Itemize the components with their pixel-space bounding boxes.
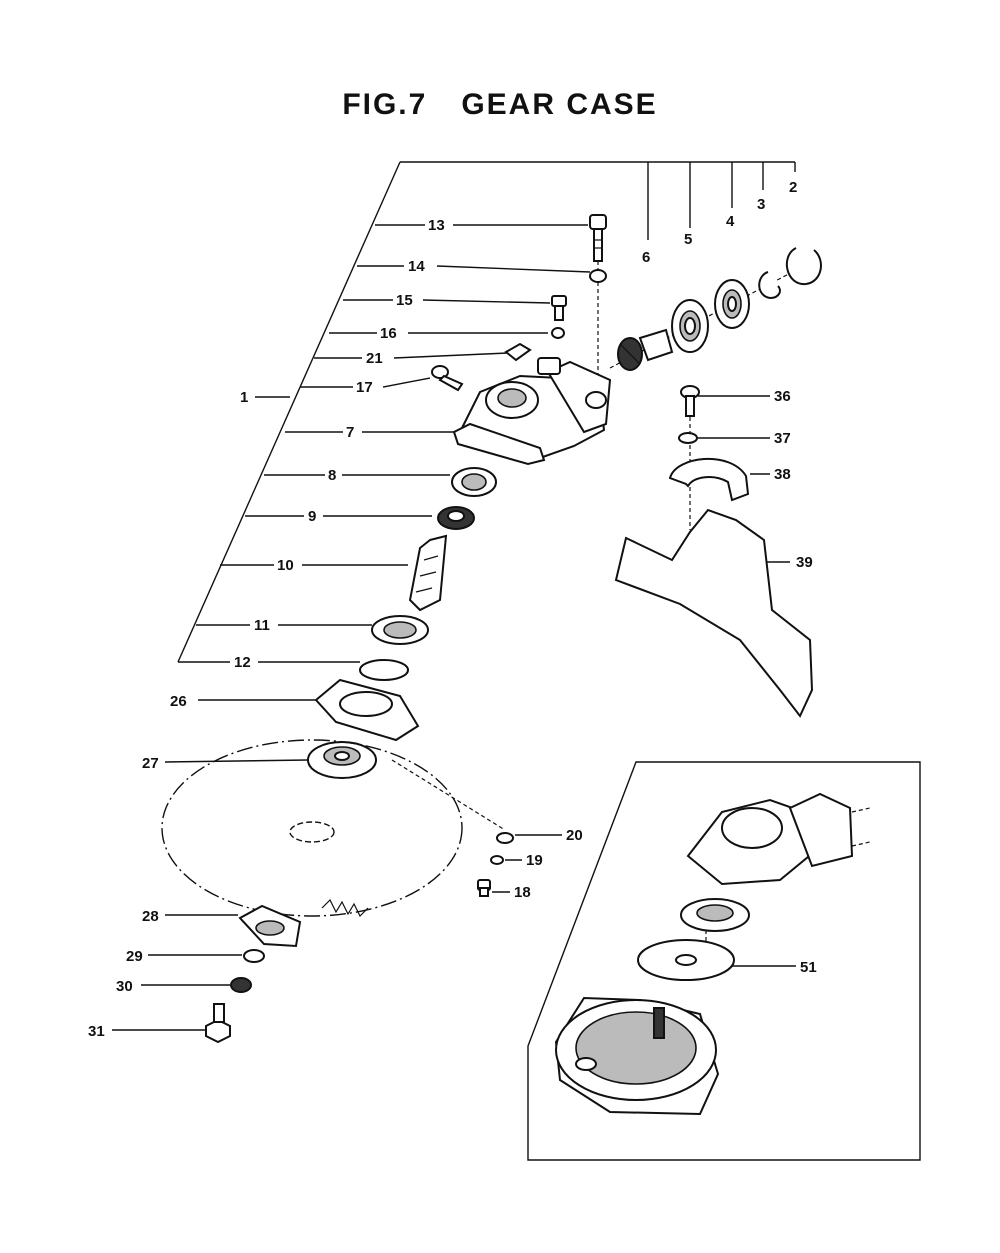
callout-4: 4 [726, 213, 735, 230]
callout-36: 36 [774, 388, 791, 405]
callout-9: 9 [308, 508, 316, 525]
callout-30: 30 [116, 978, 133, 995]
cover-part-26 [314, 678, 420, 742]
holder-part-27 [307, 741, 377, 779]
clip-part-21 [504, 342, 532, 362]
callout-8: 8 [328, 467, 336, 484]
callout-16: 16 [380, 325, 397, 342]
callout-10: 10 [277, 557, 294, 574]
washer-part-37 [678, 432, 698, 444]
callout-19: 19 [526, 852, 543, 869]
callout-3: 3 [757, 196, 765, 213]
washer-part-29 [243, 949, 265, 963]
gear-case-part-7 [452, 357, 612, 466]
callout-2: 2 [789, 179, 797, 196]
figure-number: FIG.7 [342, 88, 428, 121]
callout-26: 26 [170, 693, 187, 710]
inset-panel [527, 761, 921, 1161]
nylon-cutter-head [554, 996, 720, 1116]
bearing-part-11 [371, 615, 429, 645]
washer-part-14 [589, 269, 607, 283]
callout-17: 17 [356, 379, 373, 396]
circlip-part-12 [359, 659, 409, 681]
bearing-part-8 [451, 467, 497, 497]
callout-20: 20 [566, 827, 583, 844]
snap-ring-part-3 [758, 271, 781, 300]
spline-shaft-part-10 [408, 534, 448, 612]
callout-37: 37 [774, 430, 791, 447]
callout-18: 18 [514, 884, 531, 901]
callout-1: 1 [240, 389, 248, 406]
bolt-part-36 [680, 385, 700, 417]
nut-part-30 [230, 977, 252, 993]
bolt-part-18 [477, 879, 491, 897]
callout-21: 21 [366, 350, 383, 367]
callout-12: 12 [234, 654, 251, 671]
callout-11: 11 [254, 617, 270, 634]
callout-28: 28 [142, 908, 159, 925]
cutting-blade [161, 739, 463, 918]
callout-7: 7 [346, 424, 354, 441]
callout-39: 39 [796, 554, 813, 571]
bevel-gear-part-9 [437, 506, 475, 530]
callout-29: 29 [126, 948, 143, 965]
bearing-part-5 [671, 299, 709, 353]
socket-bolt-part-13 [589, 214, 607, 262]
holder-part-28 [238, 904, 302, 948]
washer-part-16 [551, 327, 565, 339]
hex-bolt-part-31 [205, 1003, 231, 1044]
callout-51: 51 [800, 959, 817, 976]
callout-15: 15 [396, 292, 413, 309]
leader-lines [112, 224, 796, 1031]
bearing-part-4 [714, 279, 750, 329]
callout-labels: 1 2 3 4 5 6 7 8 9 10 11 12 13 14 15 16 1… [88, 179, 817, 1040]
callout-13: 13 [428, 217, 445, 234]
bolt-part-17 [431, 365, 464, 392]
callout-14: 14 [408, 258, 425, 275]
circlip-part-2 [786, 247, 822, 286]
callout-31: 31 [88, 1023, 105, 1040]
callout-27: 27 [142, 755, 159, 772]
group-bracket [177, 161, 796, 663]
pinion-gear-part-6 [617, 328, 674, 371]
figure-title: GEAR CASE [461, 88, 658, 121]
clamp-part-38 [668, 457, 750, 502]
callout-5: 5 [684, 231, 692, 248]
callout-6: 6 [642, 249, 650, 266]
washer-part-20 [496, 832, 514, 844]
callout-38: 38 [774, 466, 791, 483]
screw-part-15 [551, 295, 567, 321]
guard-part-39 [614, 508, 814, 718]
page-title: FIG.7 GEAR CASE [0, 88, 1000, 122]
washer-part-19 [490, 855, 504, 865]
